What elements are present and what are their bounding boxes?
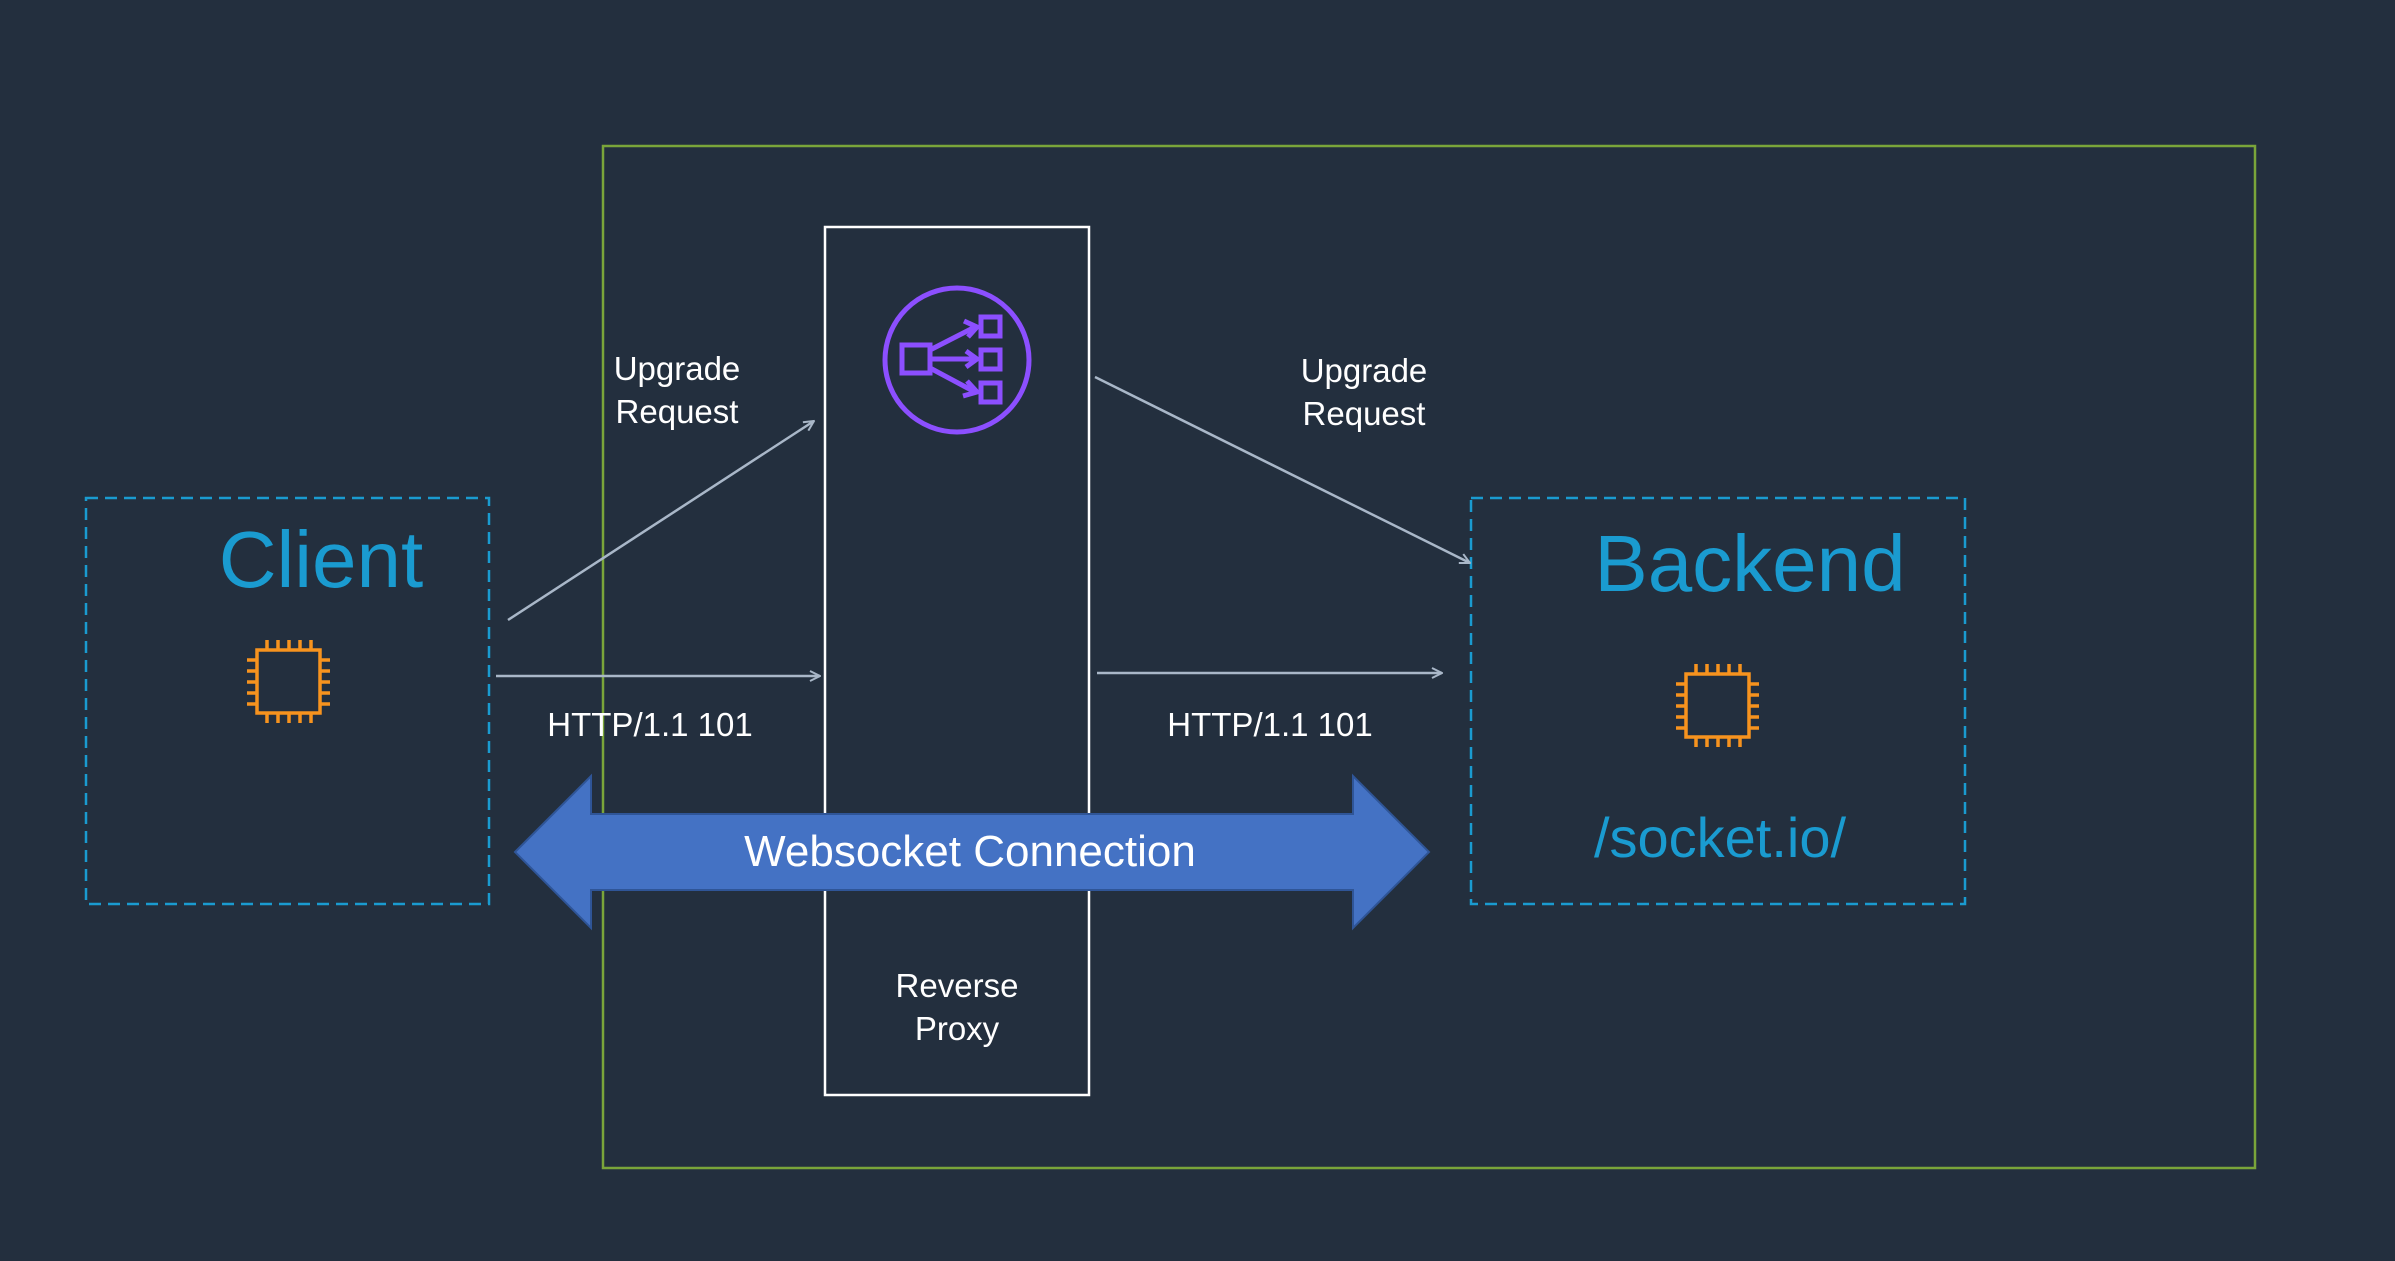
reverse-proxy-box [823,225,1091,1097]
backend-path: /socket.io/ [1593,806,1847,869]
load-balancer-icon [882,285,1032,435]
websocket-arrow [513,773,1431,931]
upgrade-label-left-line2: Request [615,392,739,430]
backend-title: Backend [1594,519,1906,608]
backend-box [1469,496,1967,906]
upgrade-request-label-right: Upgrade Request [1264,350,1464,436]
reverse-proxy-label-line1: Reverse [895,967,1019,1004]
upgrade-request-arrow-left [507,421,814,622]
upgrade-request-arrow-right [1094,375,1470,565]
chip-icon [247,640,330,723]
vpc-boundary [601,144,2257,1170]
http-101-label-right: HTTP/1.1 101 [1167,706,1373,743]
reverse-proxy-label-line2: Proxy [914,1009,1000,1047]
upgrade-request-label-left: Upgrade Request [577,348,777,434]
http-101-label-left: HTTP/1.1 101 [547,706,753,743]
upgrade-label-right-line2: Request [1302,394,1426,432]
chip-icon [1676,664,1759,747]
upgrade-label-left-line1: Upgrade [613,350,741,387]
websocket-connection-label: Websocket Connection [744,827,1196,876]
client-title: Client [218,515,424,604]
reverse-proxy-label: Reverse Proxy [857,965,1057,1051]
upgrade-label-right-line1: Upgrade [1300,352,1428,389]
client-box [84,496,491,906]
